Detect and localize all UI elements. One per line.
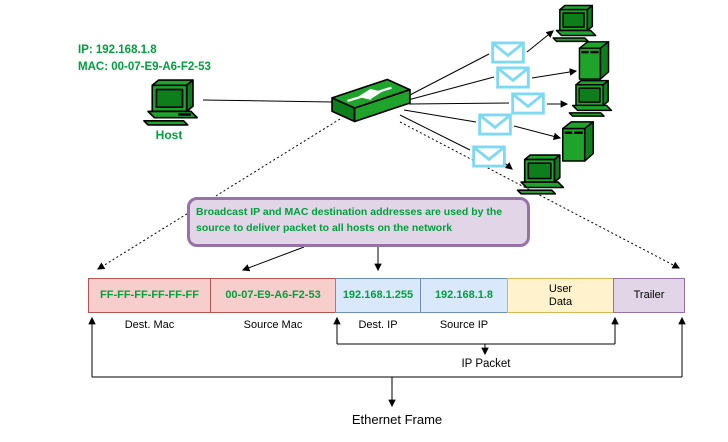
frame-field-user-data: User Data	[507, 278, 614, 313]
link-host-switch	[202, 99, 333, 103]
network-switch-icon	[331, 78, 411, 123]
frame-field-trailer: Trailer	[613, 278, 685, 313]
frame-field-dest-ip: 192.168.1.255	[335, 278, 421, 313]
broadcast-callout: Broadcast IP and MAC destination address…	[187, 197, 530, 247]
ethernet-frame-label: Ethernet Frame	[351, 412, 443, 427]
frame-field-source-mac: 00-07-E9-A6-F2-53	[210, 278, 336, 313]
envelope-icon	[472, 145, 506, 168]
desktop-computer-icon	[143, 79, 198, 126]
server-tower-icon	[561, 121, 595, 162]
source-host-info: IP: 192.168.1.8 MAC: 00-07-E9-A6-F2-53	[78, 42, 211, 75]
envelope-icon	[496, 66, 530, 89]
frame-field-source-ip: 192.168.1.8	[420, 278, 508, 313]
desktop-computer-icon	[568, 79, 613, 117]
dashed-link-trailer	[399, 121, 680, 269]
source-host-mac: MAC: 00-07-E9-A6-F2-53	[78, 60, 211, 73]
envelope-icon	[478, 113, 512, 136]
frame-field-dest-mac: FF-FF-FF-FF-FF-FF	[88, 278, 211, 313]
envelope-icon	[511, 92, 545, 115]
desktop-computer-icon	[516, 154, 565, 195]
desktop-computer-icon	[552, 4, 597, 43]
frame-label-source-mac: Source Mac	[243, 319, 303, 331]
source-host-ip: IP: 192.168.1.8	[78, 44, 157, 56]
frame-label-dest-ip: Dest. IP	[358, 319, 398, 331]
broadcast-callout-text: Broadcast IP and MAC destination address…	[196, 206, 503, 235]
ip-packet-label: IP Packet	[461, 358, 511, 370]
frame-label-dest-mac: Dest. Mac	[124, 319, 175, 331]
frame-label-source-ip: Source IP	[439, 319, 489, 331]
envelope-icon	[491, 41, 525, 64]
source-host-label: Host	[155, 128, 183, 142]
server-tower-icon	[578, 41, 610, 80]
